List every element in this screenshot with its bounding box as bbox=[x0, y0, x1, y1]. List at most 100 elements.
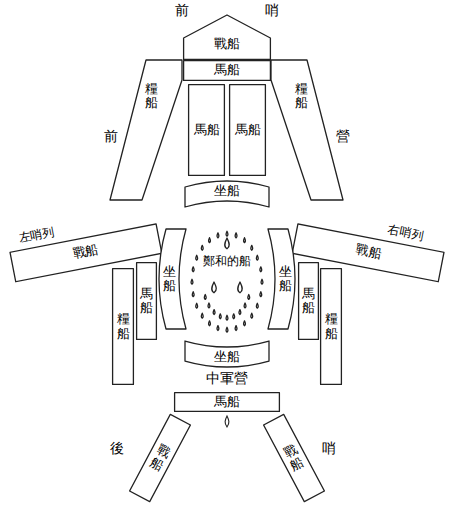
ship-box bbox=[175, 393, 280, 412]
boat-mark bbox=[260, 292, 262, 297]
ship-label: 坐船 bbox=[279, 265, 292, 294]
ship-box bbox=[184, 61, 271, 81]
squadron-heading: 右哨列 bbox=[386, 220, 425, 245]
ship-label: 馬船 bbox=[235, 122, 261, 138]
ship-label: 戰船 bbox=[214, 36, 240, 52]
boat-mark bbox=[244, 303, 246, 308]
ship-label: 馬船 bbox=[214, 62, 240, 78]
boat-mark bbox=[248, 294, 250, 299]
boat-mark bbox=[251, 313, 253, 318]
boat-mark bbox=[256, 255, 258, 260]
ship-box bbox=[189, 85, 225, 176]
position-label: 前 bbox=[104, 128, 118, 145]
ship-outline bbox=[110, 60, 183, 200]
ship-label: 坐船 bbox=[163, 265, 176, 294]
boat-mark bbox=[235, 326, 237, 331]
ship-label: 糧船 bbox=[325, 312, 338, 341]
boat-mark bbox=[191, 279, 193, 284]
ship-band bbox=[271, 60, 343, 200]
boat-mark bbox=[196, 255, 198, 260]
ship-arc bbox=[159, 229, 186, 329]
ship-block: 馬船 bbox=[183, 60, 271, 81]
ship-label: 坐船 bbox=[214, 349, 240, 365]
boat-mark bbox=[201, 313, 203, 318]
ship-box bbox=[230, 85, 266, 176]
boat-mark bbox=[192, 292, 194, 297]
ship-block: 糧船 bbox=[271, 60, 344, 200]
boat-mark bbox=[261, 279, 263, 284]
ship-block: 戰船 bbox=[129, 414, 192, 503]
ship-label: 馬船 bbox=[214, 394, 240, 410]
ship-block: 坐船 bbox=[184, 340, 270, 368]
boat-mark bbox=[204, 294, 206, 299]
ship-box bbox=[130, 414, 191, 501]
boat-mark bbox=[251, 245, 253, 250]
boat-mark bbox=[260, 267, 262, 272]
boat-mark bbox=[219, 314, 221, 319]
boat-mark bbox=[243, 238, 245, 243]
ship-block: 馬船 bbox=[298, 262, 319, 340]
position-label: 中軍營 bbox=[197, 370, 257, 387]
boat-mark bbox=[208, 303, 210, 308]
ship-block: 戰船 bbox=[183, 14, 271, 60]
ship-box bbox=[299, 263, 319, 340]
ship-block: 馬船 bbox=[174, 392, 280, 412]
ship-box bbox=[264, 414, 325, 501]
ship-label: 馬船 bbox=[194, 122, 220, 138]
position-label: 後 bbox=[110, 440, 124, 457]
ship-arc bbox=[268, 229, 295, 329]
ship-label: 鄭和的船 bbox=[203, 254, 251, 269]
ship-box bbox=[137, 263, 157, 340]
ship-block: 馬船 bbox=[229, 84, 266, 176]
boat-mark bbox=[239, 310, 241, 315]
boat-mark bbox=[217, 326, 219, 331]
boat-mark bbox=[201, 245, 203, 250]
boat-mark bbox=[233, 314, 235, 319]
boat-mark bbox=[235, 233, 237, 238]
squadron-heading: 左哨列 bbox=[17, 223, 56, 248]
position-label: 哨 bbox=[322, 440, 336, 457]
ship-arc bbox=[185, 181, 269, 207]
boat-mark bbox=[225, 238, 230, 249]
boat-mark bbox=[196, 303, 198, 308]
ship-chevron bbox=[184, 15, 271, 59]
ship-block: 糧船 bbox=[112, 268, 134, 385]
boat-mark bbox=[225, 416, 229, 427]
ship-label: 糧船 bbox=[145, 82, 158, 111]
ship-outline bbox=[271, 60, 344, 200]
boat-mark bbox=[226, 315, 228, 320]
position-label: 哨 bbox=[265, 2, 279, 19]
flagship-group: 鄭和的船 bbox=[189, 230, 265, 334]
ship-block: 坐船 bbox=[158, 228, 187, 330]
boat-mark bbox=[217, 233, 219, 238]
boat-mark bbox=[238, 282, 243, 293]
boat-mark bbox=[226, 327, 228, 332]
boat-mark bbox=[226, 231, 228, 236]
boat-mark bbox=[192, 267, 194, 272]
ship-box bbox=[113, 269, 134, 385]
ship-block: 戰船 bbox=[263, 414, 326, 503]
ship-block: 糧船 bbox=[320, 268, 342, 385]
boat-mark bbox=[213, 310, 215, 315]
ship-block: 糧船 bbox=[110, 60, 183, 200]
ship-block: 馬船 bbox=[136, 262, 157, 340]
ship-label: 糧船 bbox=[295, 82, 308, 111]
position-label: 前 bbox=[175, 2, 189, 19]
boat-mark bbox=[256, 303, 258, 308]
position-label: 營 bbox=[336, 128, 350, 145]
boat-mark bbox=[243, 321, 245, 326]
ship-arc bbox=[185, 341, 269, 367]
ship-outline bbox=[189, 230, 265, 334]
ship-block: 坐船 bbox=[184, 180, 270, 208]
ship-band bbox=[110, 60, 182, 200]
ship-label: 糧船 bbox=[117, 312, 130, 341]
ship-label: 馬船 bbox=[302, 287, 315, 316]
boat-mark bbox=[208, 238, 210, 243]
ship-block: 馬船 bbox=[188, 84, 225, 176]
boat-mark bbox=[212, 282, 217, 293]
boat-ring bbox=[191, 231, 263, 332]
ship-label: 坐船 bbox=[214, 183, 240, 199]
ship-box bbox=[321, 269, 342, 385]
ship-label: 馬船 bbox=[140, 287, 153, 316]
boat-mark bbox=[208, 321, 210, 326]
